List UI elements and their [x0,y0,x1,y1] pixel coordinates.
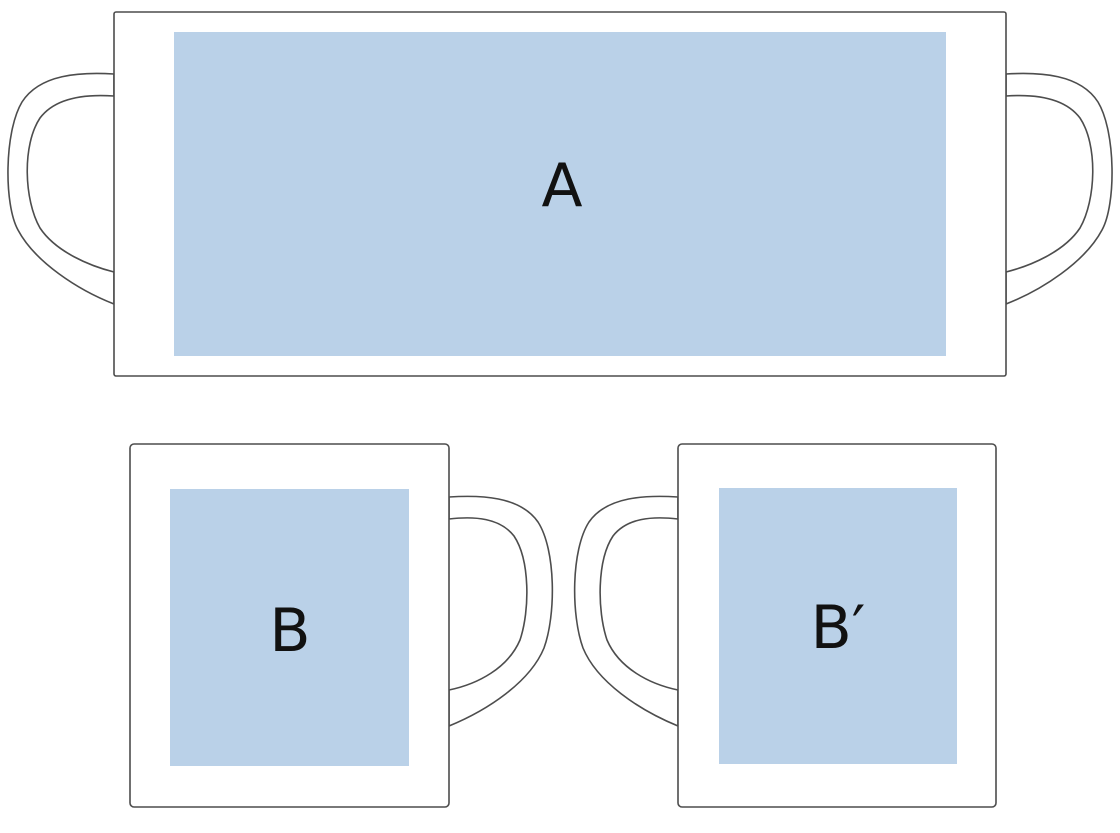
front-mug-handle [448,495,554,727]
wrap-mug-left-handle [7,72,115,305]
print-area-b-prime-label: B′ [811,593,866,663]
print-area-a [174,32,946,356]
front-mug: B [129,443,554,808]
back-mug: B′ [573,443,997,808]
print-area-b-prime [719,488,957,764]
print-area-b [170,489,409,766]
back-mug-handle [573,495,679,727]
print-area-a-label: A [541,151,582,221]
wrap-mug: A [7,11,1113,377]
print-area-b-label: B [269,596,310,666]
wrap-mug-right-handle [1005,72,1113,305]
